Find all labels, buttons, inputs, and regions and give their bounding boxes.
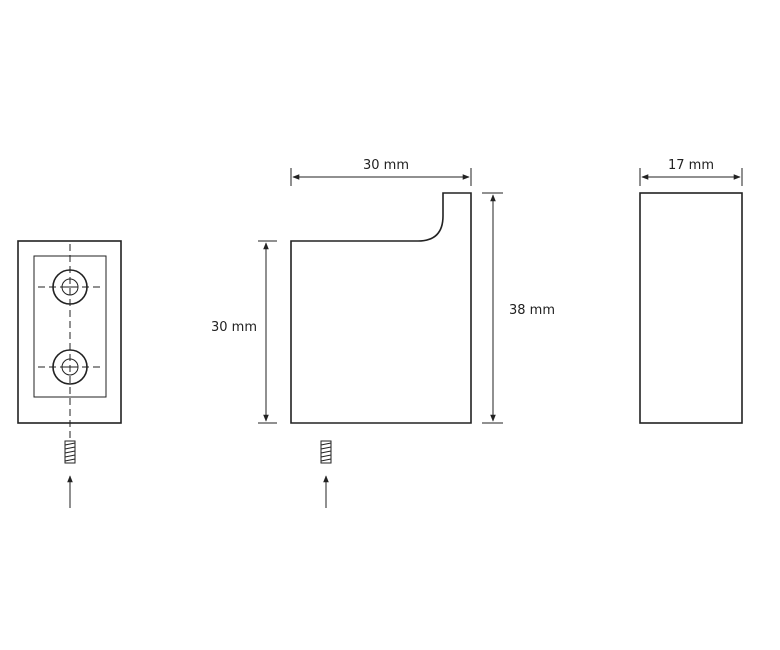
side-view-outline [639, 192, 743, 424]
total-height-dimension: 38 mm [482, 192, 555, 424]
front-height-dimension: 30 mm [211, 240, 277, 424]
upper-screw-hole-icon [52, 269, 88, 305]
front-view: 30 mm 30 mm 38 mm [211, 158, 555, 508]
side-view: 17 mm [639, 158, 743, 424]
back-view [17, 240, 122, 508]
total-height-label: 38 mm [509, 303, 555, 318]
front-set-screw-icon [320, 440, 332, 464]
lower-screw-hole-icon [52, 349, 88, 385]
side-width-label: 17 mm [668, 158, 714, 173]
front-width-dimension: 30 mm [290, 158, 472, 186]
front-width-label: 30 mm [363, 158, 409, 173]
set-screw-icon [64, 440, 76, 464]
front-height-label: 30 mm [211, 320, 257, 335]
side-width-dimension: 17 mm [639, 158, 743, 186]
hook-profile-outline [290, 192, 472, 424]
